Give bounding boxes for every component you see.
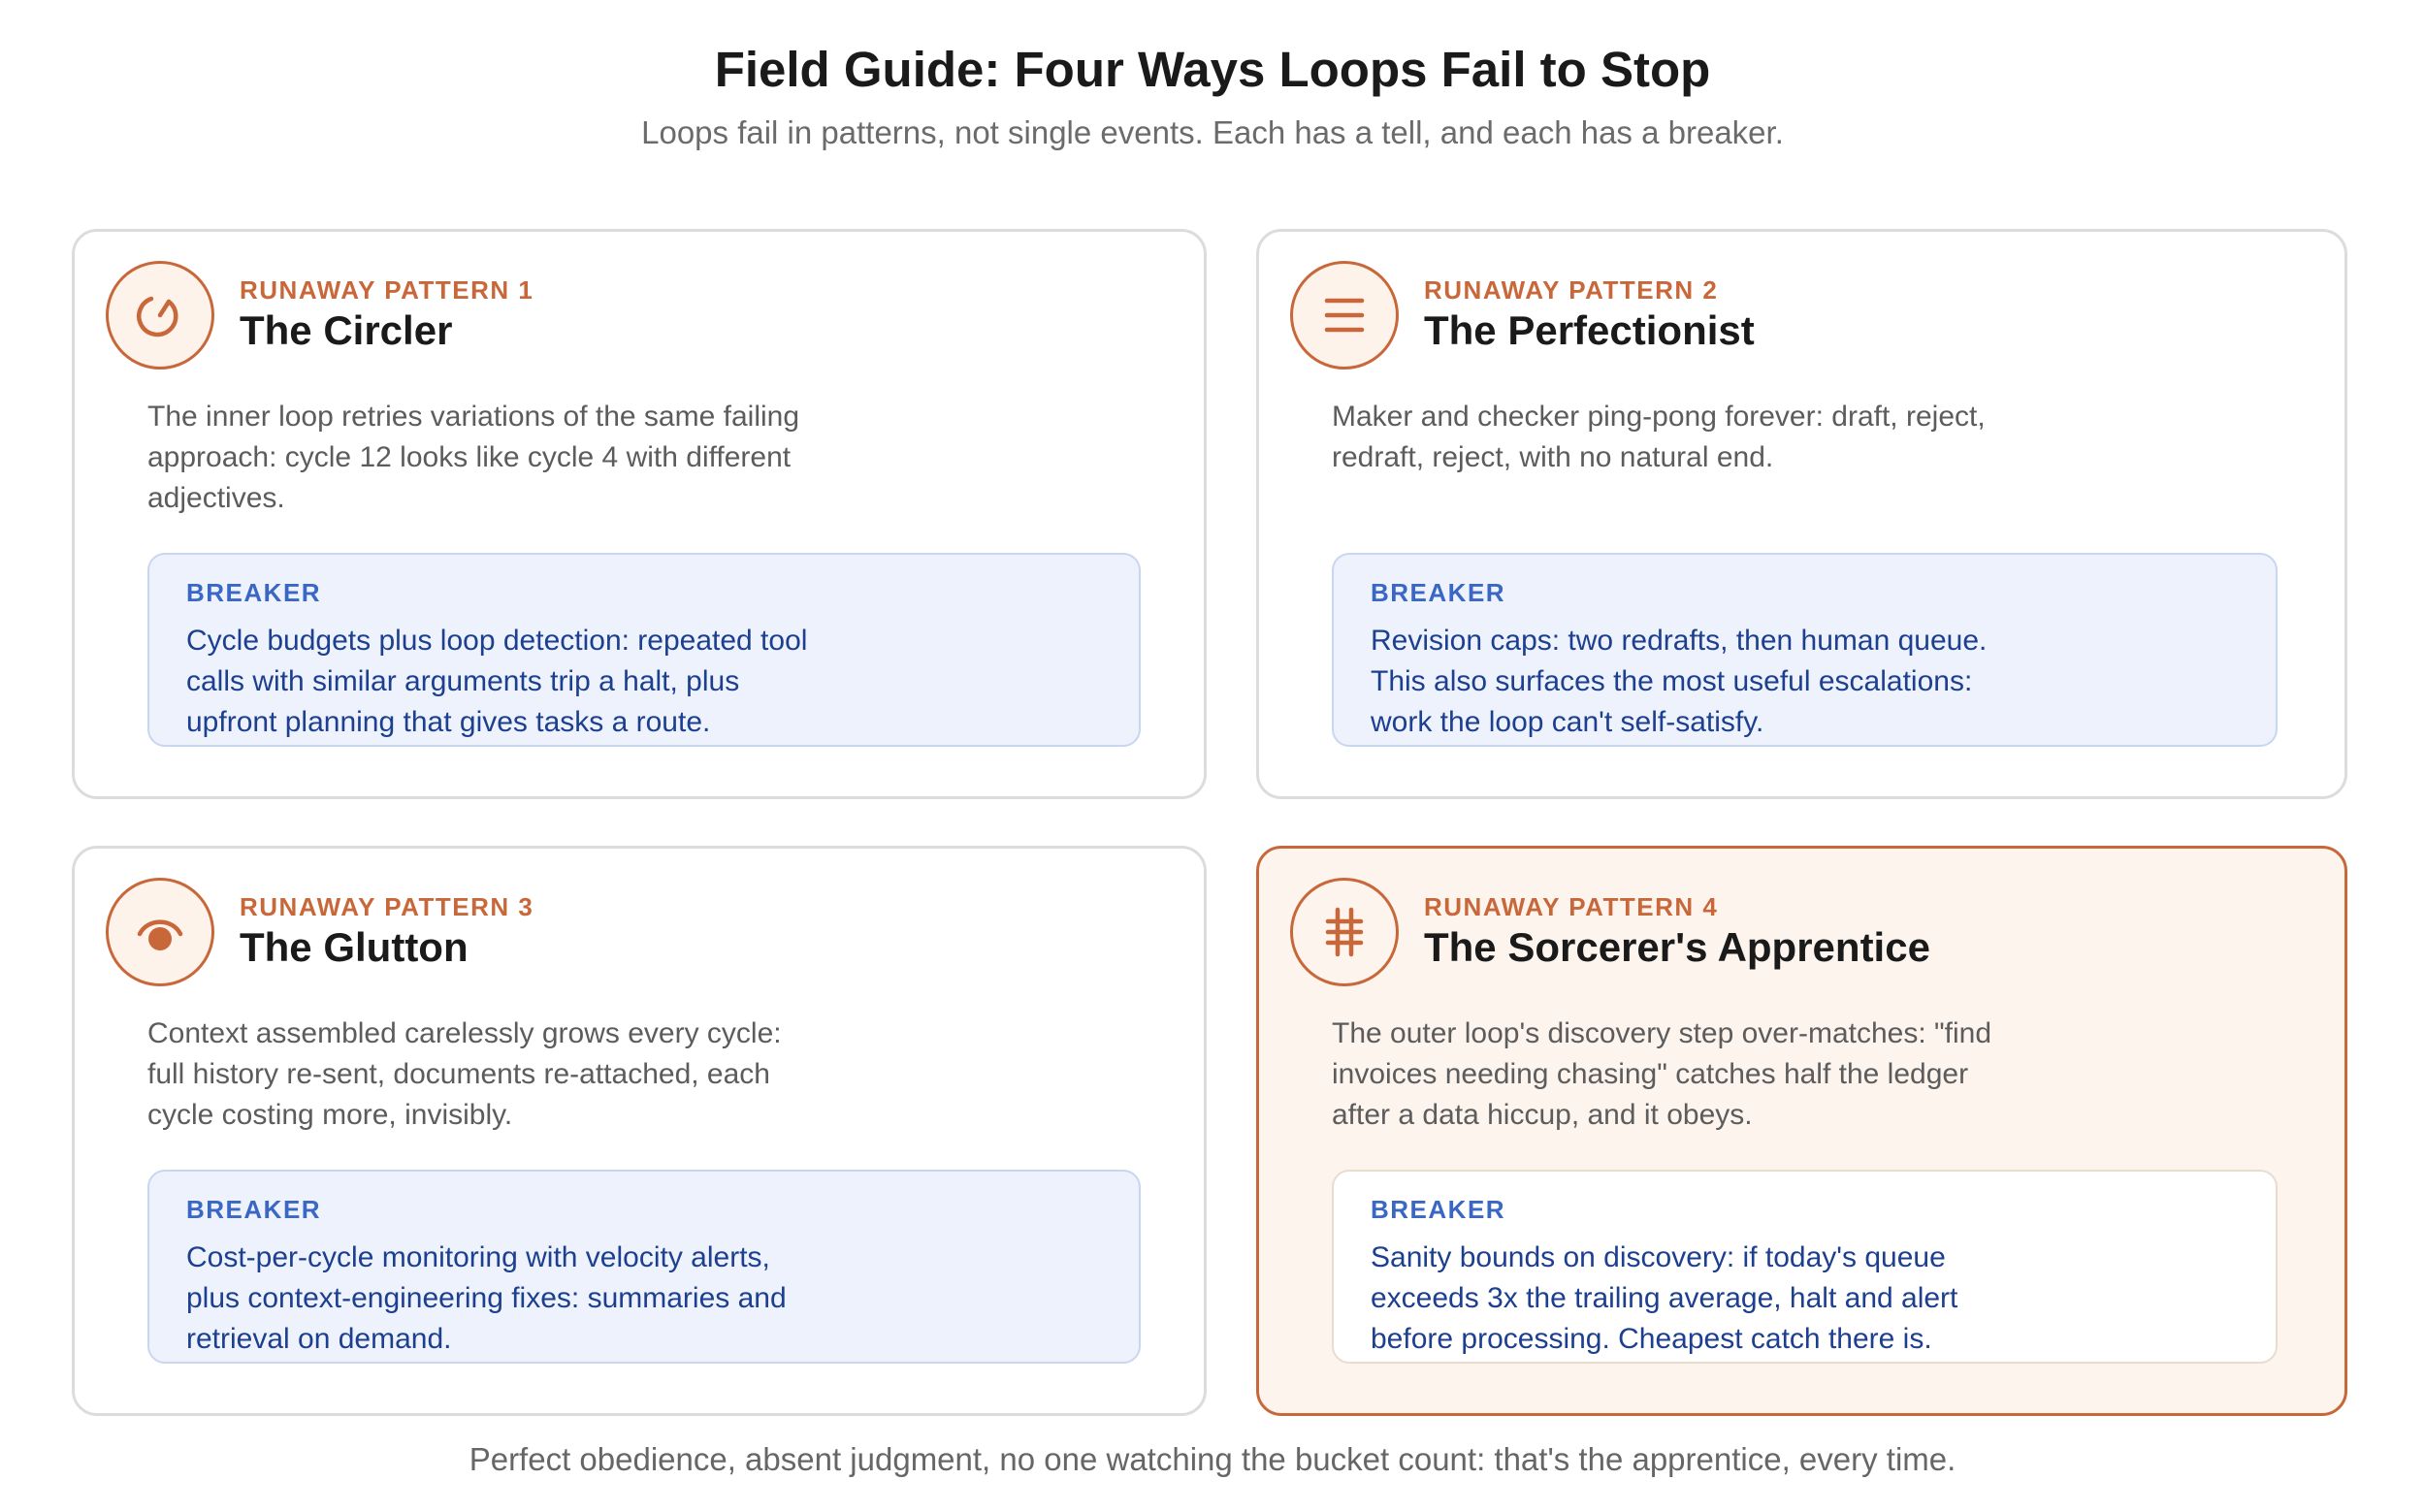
breaker-text: Cost-per-cycle monitoring with velocity … bbox=[186, 1241, 787, 1355]
pattern-card-glutton: RUNAWAY PATTERN 3 The Glutton Context as… bbox=[72, 846, 1207, 1416]
page-subtitle: Loops fail in patterns, not single event… bbox=[641, 114, 1784, 150]
breaker-label: BREAKER bbox=[1371, 578, 1506, 607]
footer-note: Perfect obedience, absent judgment, no o… bbox=[469, 1441, 1956, 1477]
breaker-text: Cycle budgets plus loop detection: repea… bbox=[186, 625, 808, 738]
pattern-description: The inner loop retries variations of the… bbox=[147, 401, 800, 514]
breaker-label: BREAKER bbox=[186, 578, 322, 607]
page-title: Field Guide: Four Ways Loops Fail to Sto… bbox=[714, 42, 1711, 97]
pattern-title: The Perfectionist bbox=[1424, 307, 1755, 353]
breaker-box: BREAKER Sanity bounds on discovery: if t… bbox=[1332, 1170, 2278, 1364]
pattern-kicker: RUNAWAY PATTERN 4 bbox=[1424, 892, 1719, 921]
pattern-card-perfectionist: RUNAWAY PATTERN 2 The Perfectionist Make… bbox=[1256, 229, 2347, 799]
pattern-kicker: RUNAWAY PATTERN 2 bbox=[1424, 275, 1719, 305]
pattern-description: Context assembled carelessly grows every… bbox=[147, 1017, 782, 1131]
pattern-description: The outer loop's discovery step over-mat… bbox=[1332, 1017, 1992, 1131]
breaker-box: BREAKER Cost-per-cycle monitoring with v… bbox=[147, 1170, 1141, 1364]
breaker-text: Sanity bounds on discovery: if today's q… bbox=[1371, 1241, 1958, 1355]
pattern-title: The Glutton bbox=[240, 924, 469, 970]
pattern-kicker: RUNAWAY PATTERN 3 bbox=[240, 892, 534, 921]
breaker-box: BREAKER Cycle budgets plus loop detectio… bbox=[147, 553, 1141, 747]
breaker-label: BREAKER bbox=[186, 1195, 322, 1224]
pattern-kicker: RUNAWAY PATTERN 1 bbox=[240, 275, 534, 305]
breaker-label: BREAKER bbox=[1371, 1195, 1506, 1224]
pattern-title: The Circler bbox=[240, 307, 453, 353]
breaker-text: Revision caps: two redrafts, then human … bbox=[1371, 625, 1988, 738]
pattern-card-circler: RUNAWAY PATTERN 1 The Circler The inner … bbox=[72, 229, 1207, 799]
pattern-description: Maker and checker ping-pong forever: dra… bbox=[1332, 401, 1986, 473]
breaker-box: BREAKER Revision caps: two redrafts, the… bbox=[1332, 553, 2278, 747]
pattern-card-sorcerers-apprentice: RUNAWAY PATTERN 4 The Sorcerer's Apprent… bbox=[1256, 846, 2347, 1416]
lines-icon bbox=[1290, 261, 1399, 370]
pattern-title: The Sorcerer's Apprentice bbox=[1424, 924, 1930, 970]
mouth-icon bbox=[106, 878, 214, 986]
broom-icon bbox=[1290, 878, 1399, 986]
circular-arrow-icon bbox=[106, 261, 214, 370]
